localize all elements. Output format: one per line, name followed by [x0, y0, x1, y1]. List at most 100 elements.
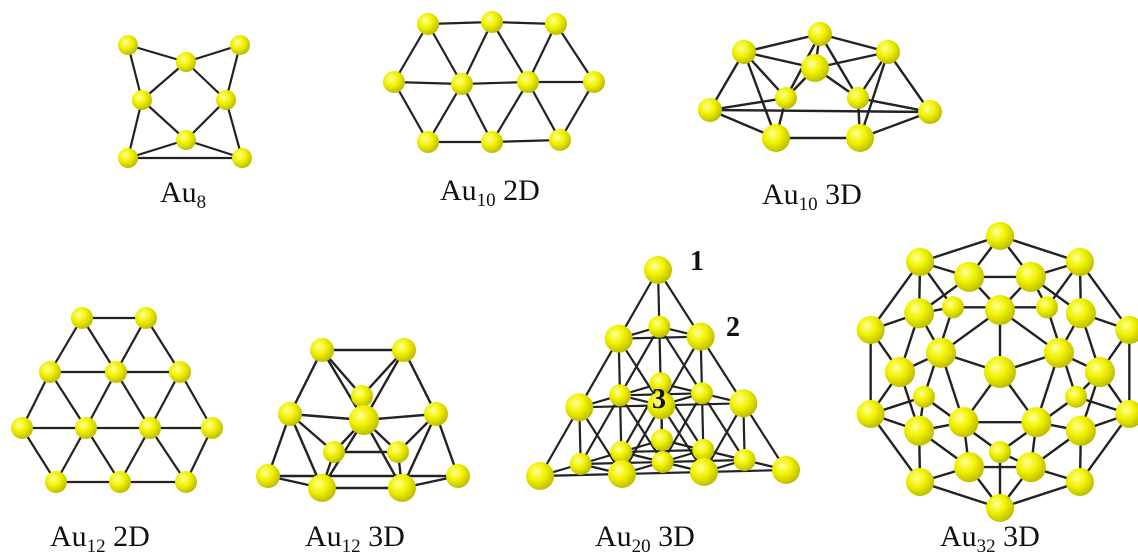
bond	[857, 96, 931, 114]
bond	[1078, 413, 1131, 483]
gold-atom	[132, 90, 152, 110]
gold-atom	[608, 460, 636, 488]
gold-atom	[232, 148, 252, 168]
gold-atom	[349, 405, 379, 435]
bond	[742, 51, 778, 139]
gold-atom	[906, 468, 935, 497]
gold-atom	[986, 494, 1014, 522]
bond	[999, 234, 1081, 264]
caption-au32-3d: Au32 3D	[940, 520, 1040, 557]
gold-atom	[424, 402, 448, 426]
bond	[527, 81, 561, 141]
gold-atom	[308, 474, 336, 502]
cluster-au12-3d-structure	[256, 338, 470, 502]
cluster-au8-structure	[118, 35, 252, 168]
bond	[427, 23, 463, 85]
gold-atom	[729, 389, 758, 418]
bond	[491, 81, 529, 143]
gold-atom	[918, 100, 942, 124]
bond	[1078, 261, 1131, 331]
gold-atom	[649, 372, 672, 395]
gold-atom	[648, 315, 671, 338]
bond	[461, 21, 493, 85]
cluster-au10-3d-structure	[698, 22, 942, 152]
gold-atom	[118, 148, 138, 168]
gold-atom	[876, 40, 900, 64]
gold-atom	[906, 247, 935, 276]
gold-atom	[772, 456, 800, 484]
gold-atom	[912, 385, 935, 408]
bond	[709, 96, 787, 112]
caption-au8: Au8	[160, 176, 207, 213]
gold-atom	[651, 429, 673, 451]
gold-atom	[201, 417, 223, 439]
gold-atom	[176, 52, 196, 72]
gold-atom	[417, 13, 439, 35]
gold-atom	[545, 13, 567, 35]
gold-atom	[691, 382, 713, 405]
gold-atom	[526, 462, 554, 490]
bond	[127, 138, 187, 160]
gold-atom	[775, 87, 797, 109]
gold-atom	[690, 458, 718, 486]
bond	[49, 371, 87, 429]
gold-atom	[1065, 247, 1094, 276]
gold-atom	[256, 464, 280, 488]
gold-atom	[686, 322, 715, 351]
bond	[491, 21, 529, 83]
caption-au10-2d: Au10 2D	[440, 174, 540, 211]
gold-atom	[39, 361, 61, 383]
gold-atom	[71, 307, 93, 329]
bond	[709, 108, 931, 114]
gold-atom	[310, 338, 334, 362]
gold-atom	[383, 71, 405, 93]
gold-atom	[169, 361, 191, 383]
gold-atom	[885, 357, 915, 387]
gold-atom	[216, 90, 236, 110]
gold-atom	[135, 307, 157, 329]
gold-atom	[651, 451, 674, 473]
gold-atom	[698, 98, 722, 122]
gold-atom	[801, 54, 829, 82]
gold-atom	[1015, 261, 1046, 292]
gold-atom	[176, 130, 196, 150]
gold-atom	[75, 417, 97, 439]
gold-atom	[1036, 296, 1059, 319]
gold-atom	[609, 384, 631, 407]
gold-atom	[984, 356, 1016, 388]
bond	[621, 448, 704, 454]
gold-atom	[856, 400, 885, 429]
caption-au20-3d: Au20 3D	[595, 520, 695, 557]
caption-au10-3d: Au10 3D	[762, 178, 862, 215]
gold-atom	[451, 73, 473, 95]
gold-atom	[604, 324, 633, 353]
gold-atom	[109, 471, 131, 493]
gold-atom	[230, 35, 250, 55]
gold-atom	[954, 452, 985, 483]
cluster-au32-3d-structure	[856, 222, 1138, 522]
gold-atom	[105, 361, 127, 383]
bond	[555, 23, 595, 83]
site-label-2: 2	[726, 312, 740, 343]
gold-atom	[387, 441, 409, 463]
gold-atom	[856, 315, 885, 344]
gold-atom	[1015, 452, 1046, 483]
site-label-1: 1	[690, 246, 704, 277]
gold-atom	[175, 471, 197, 493]
gold-atom	[808, 22, 832, 46]
gold-atom	[1065, 468, 1094, 497]
gold-atom	[388, 474, 416, 502]
cluster-au12-2d-structure	[11, 307, 223, 493]
gold-atom	[481, 11, 503, 33]
gold-atom	[351, 385, 373, 407]
gold-atom	[45, 471, 67, 493]
bond	[858, 51, 890, 139]
cluster-au10-2d-structure	[383, 11, 605, 153]
gold-atom	[989, 441, 1011, 463]
bond	[224, 99, 244, 159]
bond	[999, 480, 1081, 510]
gold-atom	[517, 71, 539, 93]
gold-atom	[954, 261, 985, 292]
bond	[393, 81, 429, 143]
